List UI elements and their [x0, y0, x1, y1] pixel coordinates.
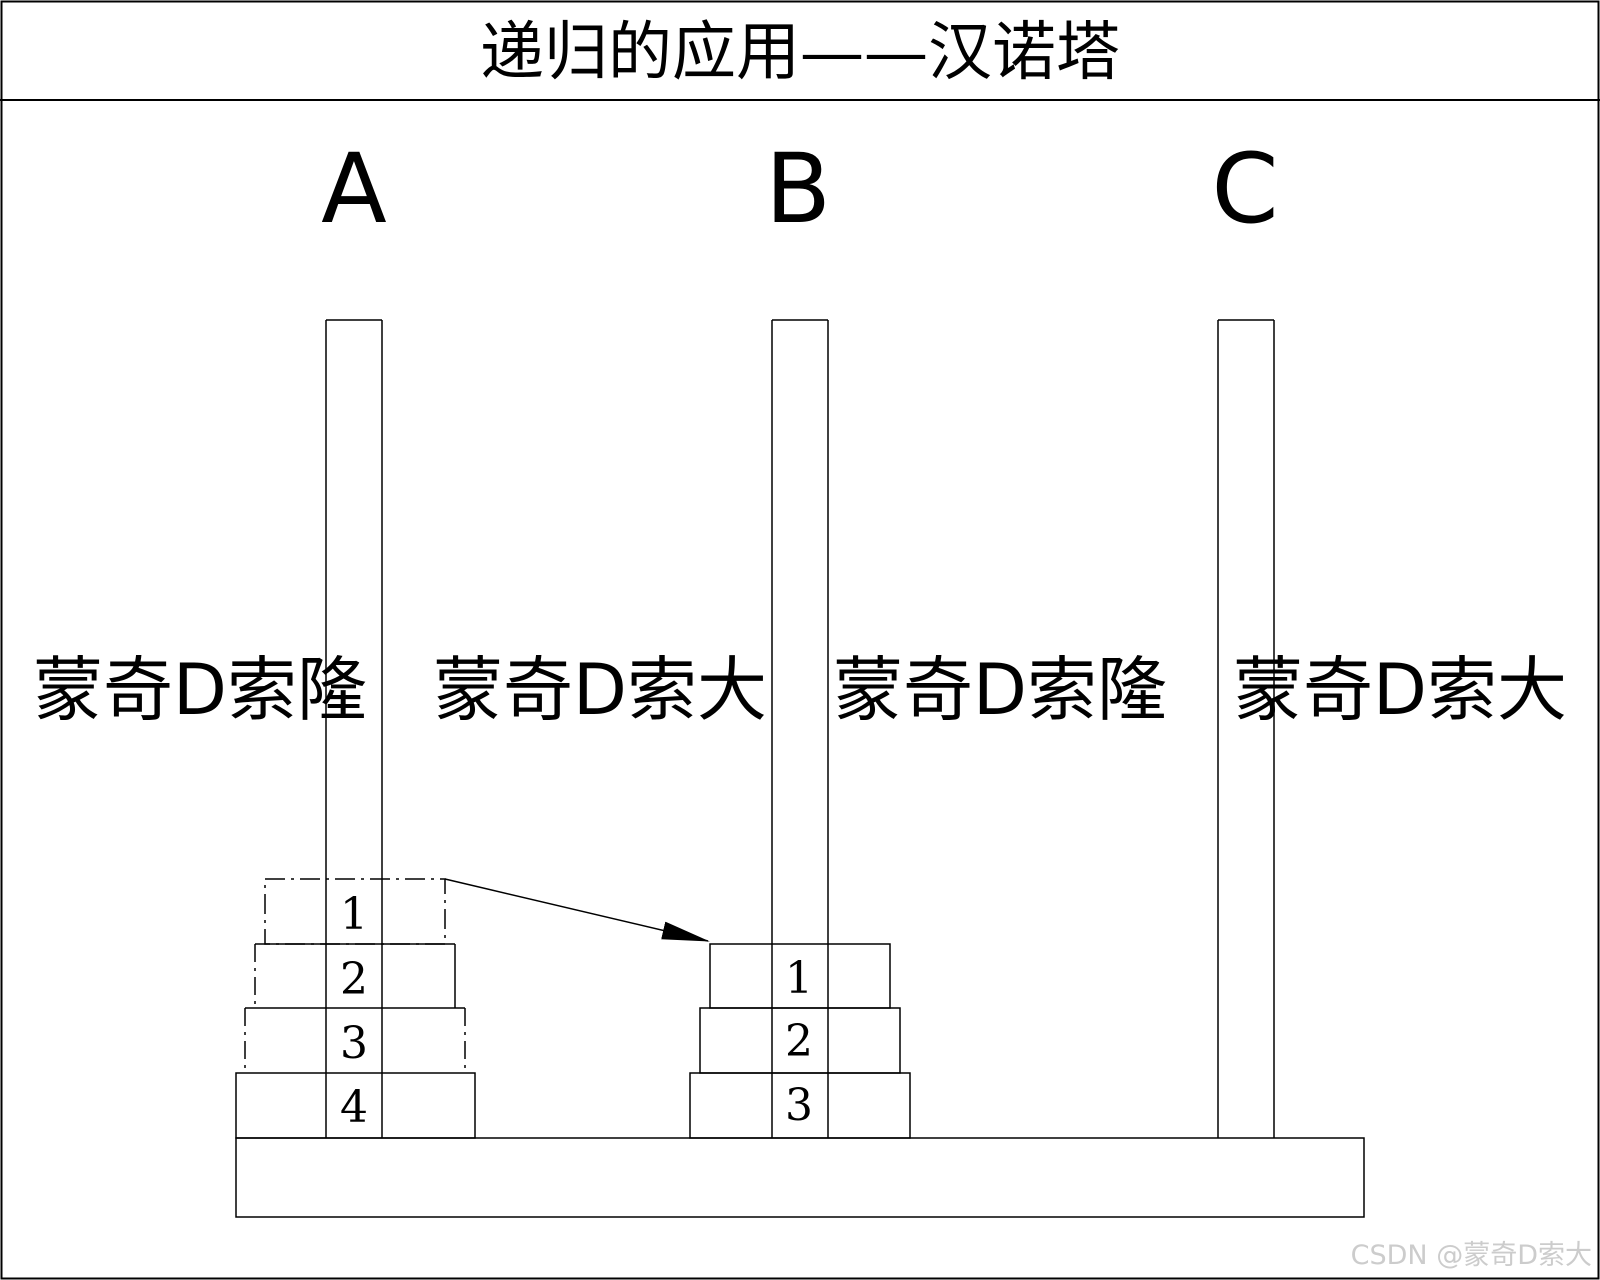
peg-c-pole	[1217, 319, 1275, 1138]
watermark-text-3: 蒙奇D索隆	[833, 649, 1167, 731]
disk-a-1-ghost	[264, 878, 446, 945]
peg-label-b: B	[765, 133, 831, 245]
disk-label-b-3: 3	[785, 1080, 813, 1131]
peg-b-stack	[689, 943, 911, 1139]
disk-label-b-1: 1	[785, 953, 813, 1004]
csdn-credit: CSDN @蒙奇D索大	[1351, 1240, 1592, 1271]
watermark-text-1: 蒙奇D索隆	[33, 649, 367, 731]
move-arrow	[444, 878, 710, 942]
diagram-title: 递归的应用——汉诺塔	[480, 16, 1120, 90]
peg-a-stack	[235, 878, 476, 1139]
base-plate	[235, 1137, 1365, 1218]
disk-label-a-1: 1	[340, 889, 368, 940]
peg-label-a: A	[321, 133, 387, 245]
peg-label-c: C	[1211, 133, 1278, 245]
disk-a-3	[244, 1007, 466, 1073]
disk-label-a-4: 4	[340, 1082, 368, 1133]
disk-label-a-2: 2	[340, 954, 368, 1005]
watermark-text-4: 蒙奇D索大	[1233, 649, 1567, 731]
watermark-text-2: 蒙奇D索大	[433, 649, 767, 731]
disk-b-1	[709, 943, 891, 1009]
disk-a-4	[235, 1072, 476, 1139]
disk-label-b-2: 2	[785, 1016, 813, 1067]
peg-a-pole	[325, 319, 383, 1138]
peg-b-pole	[771, 319, 829, 1138]
disk-label-a-3: 3	[340, 1018, 368, 1069]
